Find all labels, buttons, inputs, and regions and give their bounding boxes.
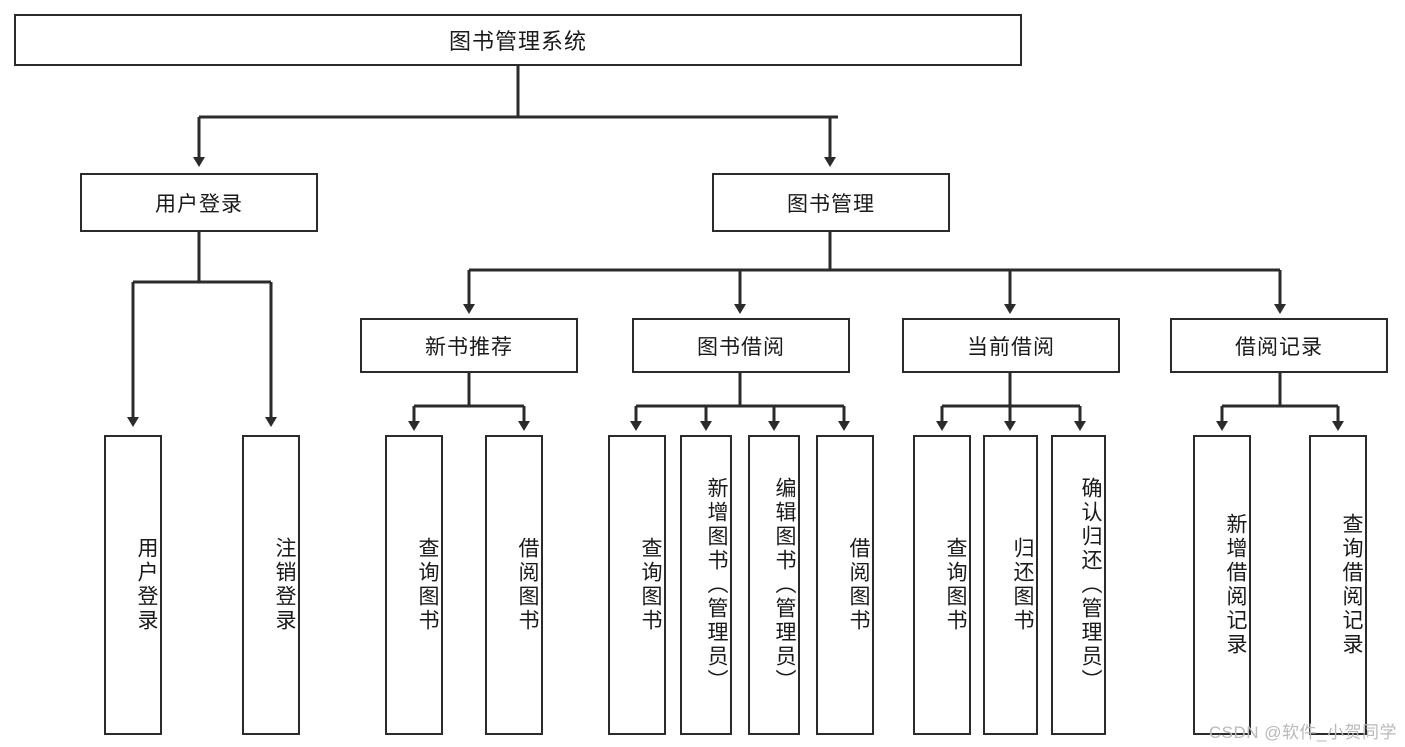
node-user-login[interactable]: 用户登录 (80, 173, 318, 232)
leaf-borrow-add-book-admin[interactable]: 新增图书（管理员） (680, 435, 732, 735)
csdn-watermark: CSDN @软件_小贺同学 (1208, 723, 1397, 742)
leaf-new-book-query[interactable]: 查询图书 (385, 435, 443, 735)
leaf-new-book-borrow[interactable]: 借阅图书 (485, 435, 543, 735)
leaf-current-confirm-return-admin[interactable]: 确认归还（管理员） (1051, 435, 1106, 735)
node-book-management[interactable]: 图书管理 (712, 173, 950, 232)
node-book-borrow[interactable]: 图书借阅 (632, 318, 850, 373)
node-new-book-recommend[interactable]: 新书推荐 (360, 318, 578, 373)
node-current-borrow[interactable]: 当前借阅 (902, 318, 1120, 373)
leaf-borrow-edit-book-admin[interactable]: 编辑图书（管理员） (748, 435, 800, 735)
leaf-borrow-borrow-book[interactable]: 借阅图书 (816, 435, 874, 735)
leaf-user-login-signin[interactable]: 用户登录 (104, 435, 162, 735)
leaf-record-query-borrow-record[interactable]: 查询借阅记录 (1309, 435, 1367, 735)
leaf-record-add-borrow-record[interactable]: 新增借阅记录 (1193, 435, 1251, 735)
node-borrow-records[interactable]: 借阅记录 (1170, 318, 1388, 373)
leaf-current-return-book[interactable]: 归还图书 (983, 435, 1038, 735)
leaf-user-login-signout[interactable]: 注销登录 (242, 435, 300, 735)
leaf-borrow-query-book[interactable]: 查询图书 (608, 435, 666, 735)
node-root-system[interactable]: 图书管理系统 (14, 14, 1022, 66)
leaf-current-query-book[interactable]: 查询图书 (913, 435, 971, 735)
